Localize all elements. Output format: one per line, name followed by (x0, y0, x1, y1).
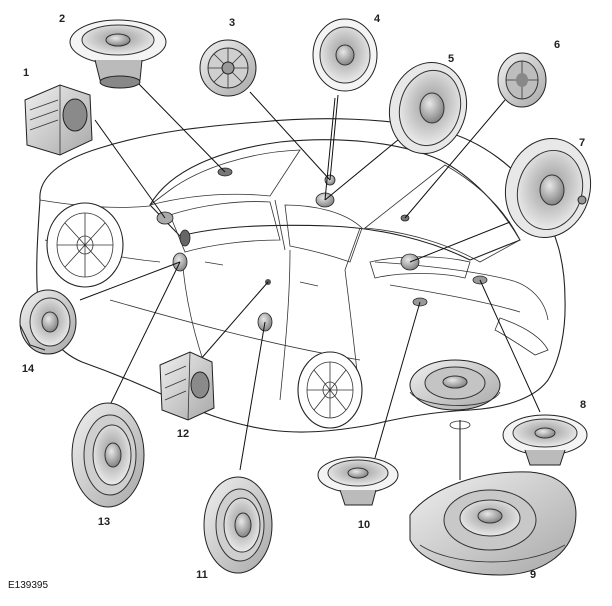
callout-7: 7 (579, 137, 585, 149)
spare-wheel-subwoofer (409, 359, 501, 411)
callout-5: 5 (448, 53, 454, 65)
callout-11: 11 (196, 569, 208, 581)
callout-1: 1 (23, 67, 29, 79)
speaker-2 (69, 19, 167, 89)
speaker-10 (317, 456, 399, 506)
callout-6: 6 (554, 39, 560, 51)
speaker-6-tweeter (497, 52, 547, 108)
front-wheel (46, 202, 124, 288)
callout-2: 2 (59, 13, 65, 25)
speaker-5 (388, 61, 468, 155)
callout-12: 12 (177, 428, 189, 440)
callout-14: 14 (22, 363, 35, 375)
callout-9: 9 (530, 569, 536, 581)
leader-lines (79, 79, 541, 480)
speaker-11 (203, 476, 273, 574)
rear-wheel (297, 351, 363, 429)
speaker-7 (504, 137, 592, 239)
car-outline (36, 118, 566, 433)
speaker-1-amplifier-unit (24, 84, 93, 156)
speaker-13 (71, 402, 145, 508)
speaker-8 (502, 414, 588, 466)
speaker-3-tweeter (199, 39, 257, 97)
callout-13: 13 (98, 516, 110, 528)
speaker-9-subwoofer (409, 471, 577, 576)
callout-3: 3 (229, 17, 235, 29)
speaker-4 (312, 18, 378, 92)
callout-8: 8 (580, 399, 586, 411)
callout-10: 10 (358, 519, 370, 531)
callout-4: 4 (374, 13, 381, 25)
speaker-14 (19, 289, 77, 355)
figure-reference: E139395 (8, 580, 48, 591)
callout-labels: 1 2 3 4 5 6 7 8 9 10 11 12 13 14 (22, 13, 586, 581)
speaker-12-amplifier-unit (159, 351, 215, 421)
